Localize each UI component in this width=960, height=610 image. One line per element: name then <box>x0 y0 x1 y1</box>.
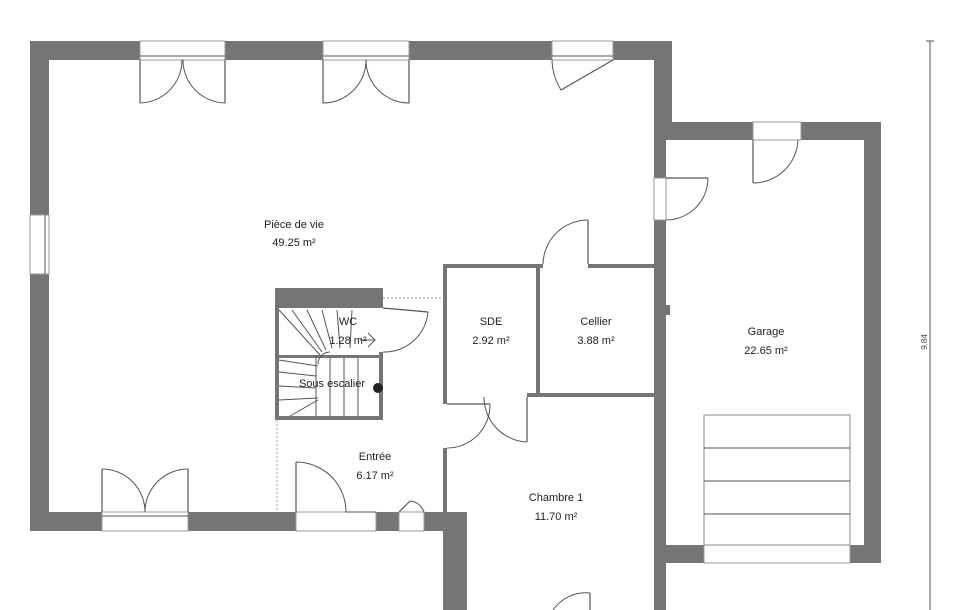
room-labels: Pièce de vie 49.25 m² WC 1.28 m² Sous es… <box>264 219 788 523</box>
staircase <box>276 297 443 512</box>
room-area-sde: 2.92 m² <box>472 335 510 347</box>
room-name-garage: Garage <box>748 326 785 338</box>
room-name-wc: WC <box>339 316 357 328</box>
room-area-chambre-1: 11.70 m² <box>535 511 578 523</box>
door-swings <box>101 59 799 610</box>
room-name-sde: SDE <box>480 316 503 328</box>
room-area-piece-de-vie: 49.25 m² <box>272 237 316 249</box>
dimension-label: 9.84 <box>920 334 929 350</box>
garage-door <box>703 414 851 546</box>
room-area-entree: 6.17 m² <box>356 470 394 482</box>
room-name-chambre-1: Chambre 1 <box>529 492 583 504</box>
room-area-cellier: 3.88 m² <box>577 335 615 347</box>
room-area-garage: 22.65 m² <box>744 345 788 357</box>
room-name-sous-escalier: Sous escalier <box>299 378 365 390</box>
room-name-piece-de-vie: Pièce de vie <box>264 219 324 231</box>
room-name-cellier: Cellier <box>580 316 612 328</box>
wall-openings <box>29 40 851 564</box>
dimension-line: 9.84 <box>920 40 934 610</box>
room-area-wc: 1.28 m² <box>329 335 367 347</box>
room-name-entree: Entrée <box>359 451 391 463</box>
